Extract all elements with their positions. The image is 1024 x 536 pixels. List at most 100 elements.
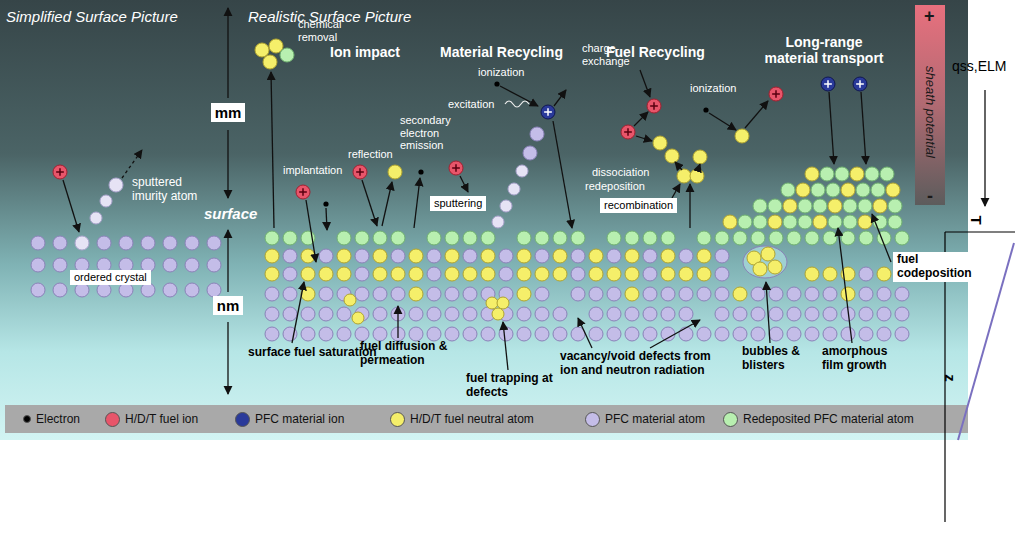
atom-body <box>409 307 423 321</box>
atom <box>90 212 102 224</box>
atom <box>850 167 864 181</box>
atom-body <box>337 249 351 263</box>
atom <box>553 327 567 341</box>
atom-body <box>481 327 495 341</box>
atom-body <box>753 215 767 229</box>
atom-body <box>301 249 315 263</box>
atom-body <box>517 287 531 301</box>
atom <box>463 231 477 245</box>
atom <box>355 327 369 341</box>
atom-body <box>427 307 441 321</box>
atom-body <box>391 249 405 263</box>
atom <box>508 183 520 195</box>
text-box: nm <box>213 296 244 315</box>
arrow <box>414 178 420 228</box>
charge-sign <box>650 102 658 110</box>
legend: ElectronH/D/T fuel ionPFC material ionH/… <box>5 405 968 433</box>
atom <box>530 127 544 141</box>
atom-body <box>427 267 441 281</box>
arrow <box>634 112 648 126</box>
atom-body <box>621 125 635 139</box>
atom-body <box>813 199 827 213</box>
atom <box>768 199 782 213</box>
atom-body <box>31 236 45 250</box>
box-text: sputtering <box>434 197 482 210</box>
atom <box>733 231 747 245</box>
atom-body <box>805 327 819 341</box>
atom <box>97 283 111 297</box>
atom <box>499 249 513 263</box>
atom-body <box>661 287 675 301</box>
atom <box>463 287 477 301</box>
atom <box>301 327 315 341</box>
legend-item: H/D/T fuel neutral atom <box>390 405 534 433</box>
atom <box>265 287 279 301</box>
arrow <box>872 214 891 262</box>
atom <box>185 258 199 272</box>
atom <box>517 307 531 321</box>
arrow <box>382 182 392 226</box>
legend-text: Electron <box>36 412 80 426</box>
atom-body <box>607 307 621 321</box>
atom-body <box>697 249 711 263</box>
text-label: sputtered imurity atom <box>132 176 212 204</box>
atom-body <box>589 327 603 341</box>
electron <box>494 81 499 86</box>
atom-body <box>643 307 657 321</box>
atom-body <box>751 287 765 301</box>
atom-body <box>255 43 269 57</box>
atom-body <box>828 199 842 213</box>
atom <box>337 327 351 341</box>
atom-body <box>873 199 887 213</box>
arrow <box>553 121 572 228</box>
atom <box>769 287 783 301</box>
atom <box>283 231 297 245</box>
atom <box>541 105 555 119</box>
atom-body <box>207 258 221 272</box>
atom <box>858 215 872 229</box>
atom-body <box>353 165 367 179</box>
atom-body <box>733 287 747 301</box>
atom-body <box>715 307 729 321</box>
scale-arrow <box>227 230 228 292</box>
atom <box>589 287 603 301</box>
atom <box>499 327 513 341</box>
atom-body <box>163 258 177 272</box>
atom-body <box>265 231 279 245</box>
atom-body <box>373 307 387 321</box>
atom <box>783 215 797 229</box>
atom <box>283 287 297 301</box>
atom <box>693 150 707 164</box>
atom <box>715 267 729 281</box>
atom <box>820 167 834 181</box>
atom <box>625 249 639 263</box>
atom <box>733 287 747 301</box>
atom <box>352 312 364 324</box>
atom <box>751 287 765 301</box>
legend-text: PFC material ion <box>255 412 344 426</box>
box-text: fuel codeposition <box>897 253 981 281</box>
arrow <box>578 318 592 348</box>
charge-sign <box>856 80 864 88</box>
atom <box>481 267 495 281</box>
atom-body <box>859 327 873 341</box>
atom-body <box>679 327 693 341</box>
atom <box>481 231 495 245</box>
atom-body <box>877 327 891 341</box>
atom <box>661 307 675 321</box>
atom-body <box>798 199 812 213</box>
text-label: surface fuel saturation <box>248 346 377 360</box>
atom <box>571 231 585 245</box>
atom <box>643 231 657 245</box>
atom-body <box>449 161 463 175</box>
atom <box>841 183 855 197</box>
atom <box>769 231 783 245</box>
box-text: ordered crystal <box>74 271 147 284</box>
atom <box>661 267 675 281</box>
atom <box>679 249 693 263</box>
atom-body <box>90 212 102 224</box>
atom-body <box>53 236 67 250</box>
atom-body <box>301 267 315 281</box>
text-label: amorphous film growth <box>822 345 902 373</box>
atom-body <box>643 267 657 281</box>
